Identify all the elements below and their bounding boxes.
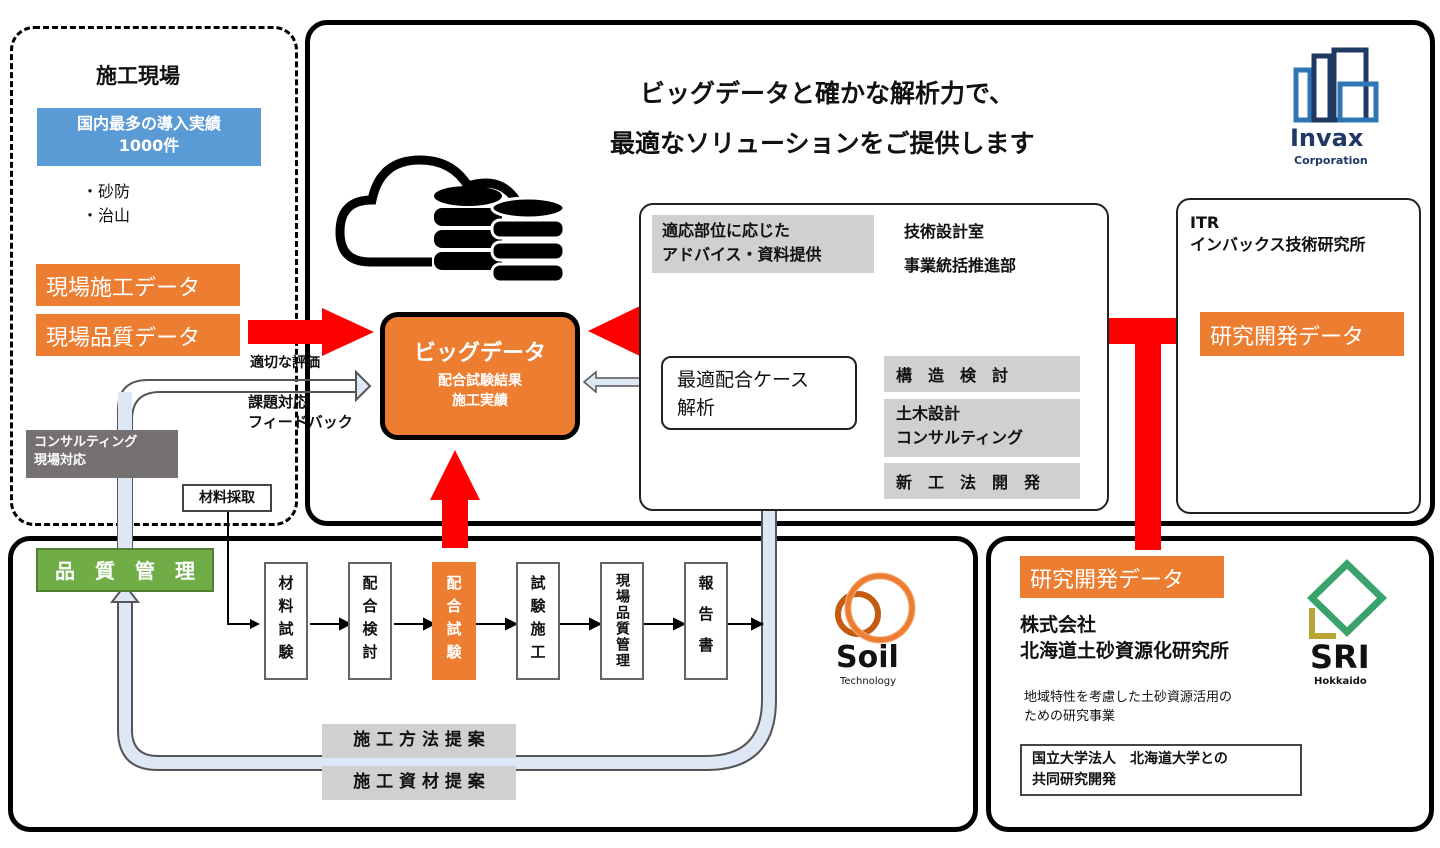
- invax-logo-name: Invax: [1290, 124, 1364, 152]
- site-construction-data: 現場施工データ: [36, 264, 240, 306]
- bigdata-title: ビッグデータ: [413, 341, 546, 366]
- service-structure: 構 造 検 討: [884, 356, 1080, 392]
- sri-logo-icon: [1306, 559, 1388, 639]
- field-list: ・砂防 ・治山: [82, 180, 130, 228]
- return-u-arrow: [109, 431, 777, 771]
- sri-logo-name: SRI: [1310, 638, 1370, 676]
- dept-design: 技術設計室: [904, 222, 985, 241]
- red-arrow-up-to-bigdata: [430, 450, 480, 548]
- bigdata-subtitle: 配合試験結果 施工実績: [438, 373, 522, 409]
- consulting-box: コンサルティング 現場対応: [26, 430, 178, 478]
- process-step: 報告書: [684, 562, 728, 680]
- sri-description: 地域特性を考慮した土砂資源活用の ための研究事業: [1024, 690, 1233, 724]
- itr-rd-data: 研究開発データ: [1200, 312, 1404, 356]
- soil-logo-name: Soil: [836, 640, 899, 675]
- sri-logo-sub: Hokkaido: [1314, 676, 1367, 687]
- site-title: 施工現場: [96, 64, 180, 88]
- site-panel: [10, 26, 298, 526]
- method-proposal: 施 工 方 法 提 案: [322, 724, 516, 758]
- material-proposal: 施 工 資 材 提 案: [322, 766, 516, 800]
- bigdata-box: ビッグデータ 配合試験結果 施工実績: [380, 312, 580, 440]
- invax-logo-sub: Corporation: [1294, 154, 1368, 167]
- process-arrows: [310, 617, 765, 631]
- evaluation-label: 適切な評価: [250, 355, 320, 371]
- soil-logo-sub: Technology: [840, 676, 897, 687]
- process-step: 現場品質管理: [600, 562, 644, 680]
- optimal-box: 最適配合ケース 解析: [661, 356, 857, 430]
- cloud-database-icon: [335, 155, 566, 284]
- headline-line1: ビッグデータと確かな解析力で、: [640, 79, 1015, 108]
- sri-joint-research: 国立大学法人 北海道大学との 共同研究開発: [1020, 744, 1302, 796]
- process-step-highlight: 配合試験: [432, 562, 476, 680]
- quality-control-box: 品 質 管 理: [36, 548, 214, 592]
- itr-title: ITR インバックス技術研究所: [1190, 213, 1366, 254]
- process-step: 配合検討: [348, 562, 392, 680]
- site-quality-data: 現場品質データ: [36, 314, 240, 356]
- dept-business: 事業統括推進部: [904, 256, 1017, 275]
- headline-line2: 最適なソリューションをご提供します: [610, 129, 1035, 158]
- itr-box: [1176, 198, 1421, 514]
- sampling-box: 材料採取: [182, 484, 272, 512]
- field-item: ・砂防: [82, 182, 131, 201]
- sri-company-name: 株式会社 北海道土砂資源化研究所: [1020, 614, 1230, 662]
- red-arrow-site-to-bigdata: [248, 308, 374, 356]
- service-method: 新 工 法 開 発: [884, 463, 1080, 499]
- advice-label: 適応部位に応じた アドバイス・資料提供: [652, 215, 874, 273]
- invax-logo-icon: [1293, 47, 1379, 123]
- service-consulting: 土木設計 コンサルティング: [884, 399, 1080, 457]
- sampling-line: [227, 512, 250, 625]
- feedback-label: 課題対応 フィードバック: [248, 393, 353, 431]
- field-item: ・治山: [82, 206, 131, 225]
- process-step: 材料試験: [264, 562, 308, 680]
- process-step: 試験施工: [516, 562, 560, 680]
- sri-rd-data: 研究開発データ: [1020, 556, 1224, 598]
- soil-logo-icon: [835, 572, 916, 644]
- record-badge: 国内最多の導入実績 1000件: [37, 108, 261, 166]
